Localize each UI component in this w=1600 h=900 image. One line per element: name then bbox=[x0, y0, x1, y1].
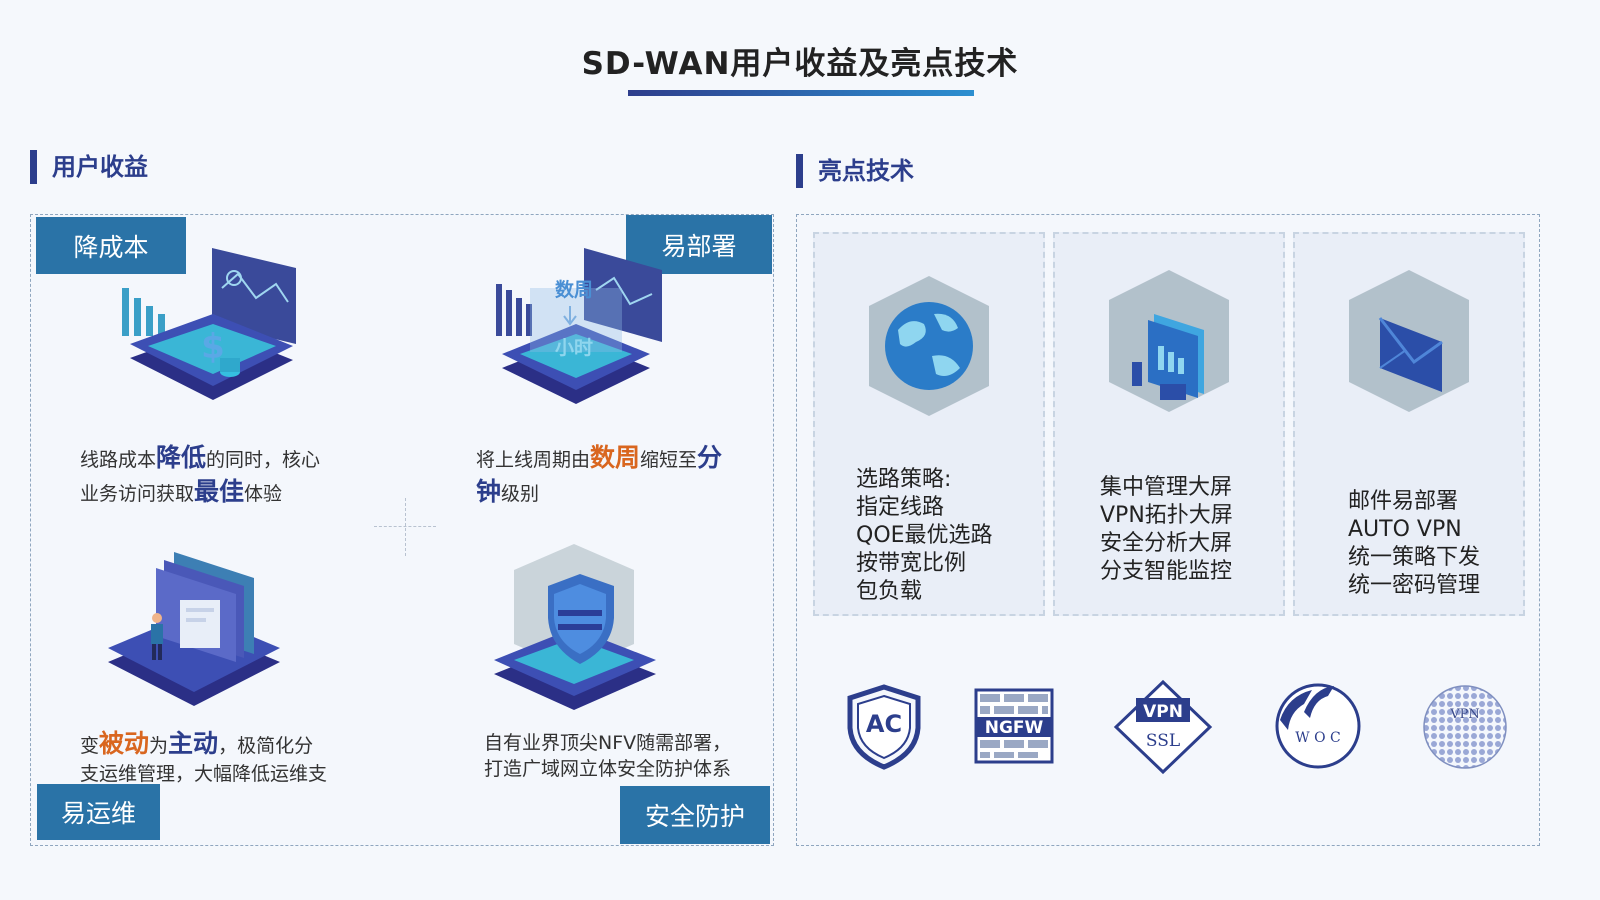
routing-feature-list: 选路策略: 指定线路 QOE最优选路 按带宽比例 包负载 bbox=[856, 466, 993, 606]
monitor-line: 集中管理大屏 bbox=[1100, 475, 1233, 500]
deploy-text-b: 缩短至 bbox=[640, 449, 698, 471]
security-description: 自有业界顶尖NFV随需部署， 打造广域网立体安全防护体系 bbox=[484, 730, 731, 782]
ops-text-a: 变 bbox=[80, 735, 100, 757]
svg-text:$: $ bbox=[201, 327, 225, 367]
ac-label: AC bbox=[866, 710, 902, 738]
deploy-highlight-min-a: 分 bbox=[697, 443, 723, 472]
vpn-ssl-icon: VPN SSL bbox=[1113, 679, 1213, 775]
woc-icon: W O C bbox=[1275, 683, 1361, 769]
deploy-text-a: 将上线周期由 bbox=[476, 449, 591, 471]
woc-label: W O C bbox=[1295, 730, 1340, 746]
vpn-label: VPN bbox=[1143, 702, 1183, 722]
deploy-description: 将上线周期由数周缩短至分 钟级别 bbox=[476, 442, 722, 510]
mail-line: 统一策略下发 bbox=[1348, 545, 1481, 570]
section-label-highlights: 亮点技术 bbox=[796, 154, 914, 188]
security-text-b: 打造广域网立体安全防护体系 bbox=[484, 758, 732, 780]
dashboard-screen-icon bbox=[1109, 270, 1229, 412]
routing-line: 包负载 bbox=[856, 579, 923, 604]
center-crosshair bbox=[374, 498, 436, 556]
ops-highlight-active: 主动 bbox=[168, 729, 219, 758]
routing-line: QOE最优选路 bbox=[856, 523, 993, 548]
routing-line: 指定线路 bbox=[856, 495, 945, 520]
mail-line: 统一密码管理 bbox=[1348, 573, 1481, 598]
vpn-globe-label: VPN bbox=[1449, 707, 1480, 722]
ops-highlight-passive: 被动 bbox=[99, 729, 150, 758]
ops-description: 变被动为主动，极简化分 支运维管理，大幅降低运维支 bbox=[80, 730, 327, 788]
security-illustration bbox=[494, 544, 656, 710]
routing-line: 选路策略: bbox=[856, 467, 952, 492]
vpn-globe-icon: VPN bbox=[1423, 685, 1507, 769]
tag-security: 安全防护 bbox=[620, 786, 770, 844]
mail-feature-list: 邮件易部署 AUTO VPN 统一策略下发 统一密码管理 bbox=[1348, 488, 1480, 600]
deploy-text-c: 级别 bbox=[501, 483, 540, 505]
cost-text-c: 业务访问获取 bbox=[80, 483, 195, 505]
monitor-line: VPN拓扑大屏 bbox=[1100, 503, 1233, 528]
envelope-icon bbox=[1349, 270, 1469, 412]
cost-description: 线路成本降低的同时，核心 业务访问获取最佳体验 bbox=[80, 442, 320, 510]
tag-ops: 易运维 bbox=[37, 784, 160, 840]
security-text-a: 自有业界顶尖NFV随需部署， bbox=[484, 732, 732, 754]
cost-saving-illustration: $ bbox=[122, 248, 296, 400]
routing-line: 按带宽比例 bbox=[856, 551, 967, 576]
ac-shield-icon: AC bbox=[847, 684, 921, 770]
deploy-highlight-min-b: 钟 bbox=[476, 477, 502, 506]
ssl-label: SSL bbox=[1146, 731, 1180, 751]
deploy-highlight-weeks: 数周 bbox=[590, 443, 641, 472]
ops-illustration bbox=[108, 552, 280, 706]
ops-text-d: 支运维管理，大幅降低运维支 bbox=[80, 763, 328, 785]
section-label-benefits: 用户收益 bbox=[30, 150, 148, 184]
cost-highlight-best: 最佳 bbox=[194, 477, 245, 506]
cost-highlight-reduce: 降低 bbox=[156, 443, 207, 472]
mail-line: 邮件易部署 bbox=[1348, 489, 1459, 514]
art-label-hours: 小时 bbox=[555, 337, 593, 359]
monitor-feature-list: 集中管理大屏 VPN拓扑大屏 安全分析大屏 分支智能监控 bbox=[1100, 474, 1233, 586]
mail-line: AUTO VPN bbox=[1348, 517, 1462, 542]
ops-text-b: 为 bbox=[149, 735, 169, 757]
cost-text-d: 体验 bbox=[244, 483, 283, 505]
ngfw-label: NGFW bbox=[985, 718, 1044, 738]
monitor-line: 分支智能监控 bbox=[1100, 559, 1233, 584]
globe-icon bbox=[869, 276, 989, 416]
cost-text-b: 的同时，核心 bbox=[206, 449, 321, 471]
title-underline bbox=[628, 90, 974, 96]
art-label-weeks: 数周 bbox=[555, 278, 593, 301]
cost-text-a: 线路成本 bbox=[80, 449, 157, 471]
tag-cost: 降成本 bbox=[36, 217, 186, 274]
deploy-illustration: 数周 小时 bbox=[496, 248, 662, 404]
ngfw-firewall-icon: NGFW bbox=[974, 688, 1054, 764]
tag-deploy: 易部署 bbox=[626, 215, 772, 274]
monitor-line: 安全分析大屏 bbox=[1100, 531, 1233, 556]
page-title: SD-WAN用户收益及亮点技术 bbox=[581, 46, 1019, 82]
ops-text-c: ，极简化分 bbox=[218, 735, 314, 757]
